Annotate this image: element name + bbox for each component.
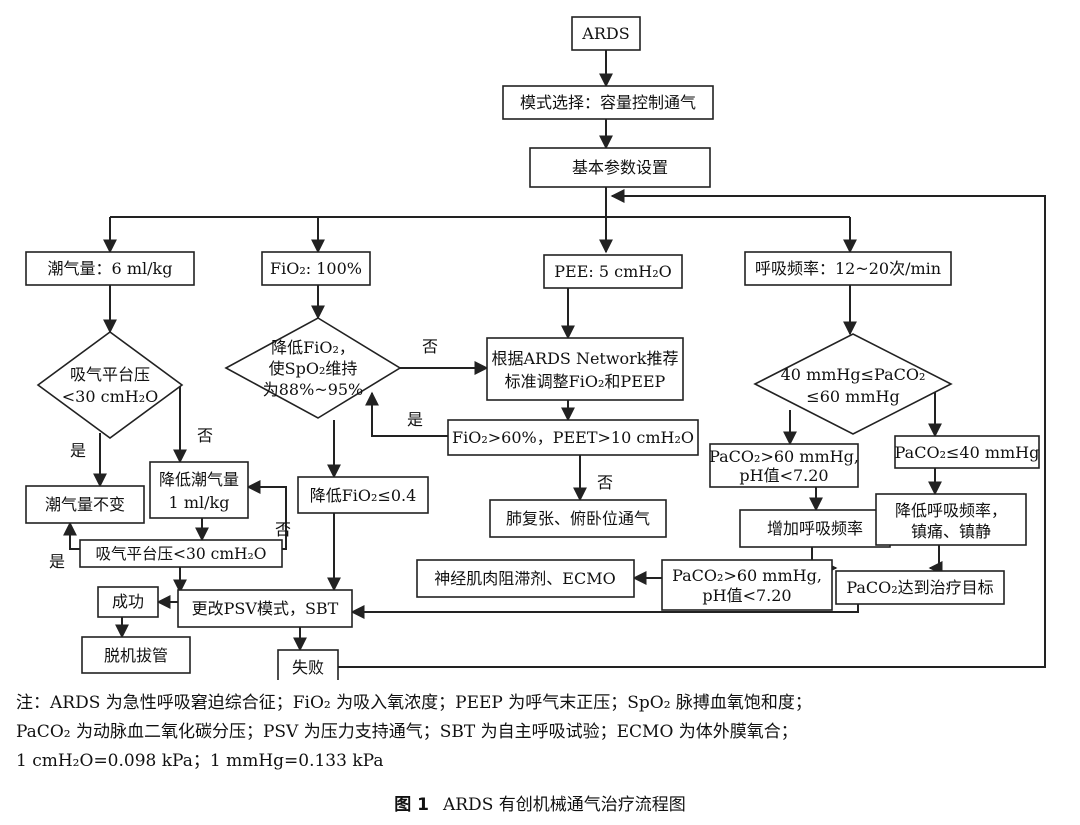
node-ardsnet-line1: 根据ARDS Network推荐 bbox=[491, 349, 678, 368]
node-recruitment-prone: 肺复张、俯卧位通气 bbox=[506, 509, 650, 528]
node-lower-rate-line2: 镇痛、镇静 bbox=[911, 522, 991, 541]
node-resp-rate: 呼吸频率：12~20次/min bbox=[755, 259, 941, 278]
node-lower-fio2-line3: 为88%~95% bbox=[263, 380, 364, 399]
edge-label-yes-2: 是 bbox=[407, 410, 423, 429]
node-extubation: 脱机拔管 bbox=[104, 646, 168, 665]
node-plateau-check-1-line2: <30 cmH₂O bbox=[62, 387, 158, 406]
ards-flowchart: ARDS 模式选择：容量控制通气 基本参数设置 潮气量：6 ml/kg FiO₂… bbox=[25, 16, 1046, 680]
node-fio2-peep-high: FiO₂>60%，PEET>10 cmH₂O bbox=[452, 428, 694, 447]
node-lower-tidal-line2: 1 ml/kg bbox=[169, 493, 230, 512]
node-lower-fio2-line1: 降低FiO₂， bbox=[271, 338, 355, 357]
node-paco2-high-line1: PaCO₂>60 mmHg, bbox=[709, 447, 859, 466]
edge-label-no-2: 否 bbox=[422, 337, 438, 356]
node-lower-fio2-line2: 使SpO₂维持 bbox=[269, 359, 358, 378]
figure-number: 图 1 bbox=[394, 795, 429, 815]
node-peep-5: PEE: 5 cmH₂O bbox=[554, 262, 671, 281]
node-increase-rate: 增加呼吸频率 bbox=[767, 519, 863, 538]
node-ardsnet-line2: 标准调整FiO₂和PEEP bbox=[505, 372, 666, 391]
node-lower-fio2-04: 降低FiO₂≤0.4 bbox=[310, 486, 417, 505]
node-paco2-range-line1: 40 mmHg≤PaCO₂ bbox=[781, 365, 926, 384]
edge-label-no-4: 否 bbox=[275, 520, 291, 539]
note-line-1: 注：ARDS 为急性呼吸窘迫综合征；FiO₂ 为吸入氧浓度；PEEP 为呼气末正… bbox=[16, 693, 812, 713]
node-plateau-check-2: 吸气平台压<30 cmH₂O bbox=[96, 545, 267, 563]
figure-caption: 图 1 ARDS 有创机械通气治疗流程图 bbox=[0, 790, 1080, 815]
edge-label-no-1: 否 bbox=[197, 426, 213, 445]
node-paco2-high-2-line1: PaCO₂>60 mmHg, bbox=[672, 566, 822, 585]
node-psv-sbt: 更改PSV模式，SBT bbox=[192, 599, 339, 618]
edge-label-no-3: 否 bbox=[597, 473, 613, 492]
node-mode-select: 模式选择：容量控制通气 bbox=[520, 93, 696, 112]
edge-label-yes-3: 是 bbox=[49, 552, 65, 571]
node-paco2-target: PaCO₂达到治疗目标 bbox=[846, 578, 993, 597]
node-success: 成功 bbox=[112, 592, 144, 611]
flow-connectors bbox=[63, 50, 1046, 668]
node-tidal-unchanged: 潮气量不变 bbox=[45, 495, 125, 514]
node-basic-params: 基本参数设置 bbox=[572, 158, 668, 177]
figure-notes: 注：ARDS 为急性呼吸窘迫综合征；FiO₂ 为吸入氧浓度；PEEP 为呼气末正… bbox=[16, 689, 1066, 776]
figure-title: ARDS 有创机械通气治疗流程图 bbox=[442, 795, 686, 815]
flow-shapes bbox=[25, 16, 1040, 680]
node-fio2-100: FiO₂: 100% bbox=[270, 259, 362, 278]
node-paco2-high-line2: pH值<7.20 bbox=[739, 466, 828, 485]
flow-labels: ARDS 模式选择：容量控制通气 基本参数设置 潮气量：6 ml/kg FiO₂… bbox=[45, 24, 1039, 677]
node-ards: ARDS bbox=[581, 24, 629, 43]
node-tidal-volume: 潮气量：6 ml/kg bbox=[48, 259, 173, 278]
note-line-3: 1 cmH₂O=0.098 kPa；1 mmHg=0.133 kPa bbox=[16, 751, 384, 771]
node-failure: 失败 bbox=[292, 658, 324, 677]
node-nm-block-ecmo: 神经肌肉阻滞剂、ECMO bbox=[434, 569, 615, 588]
node-lower-rate-line1: 降低呼吸频率， bbox=[895, 501, 1007, 520]
node-paco2-low: PaCO₂≤40 mmHg bbox=[895, 443, 1040, 462]
note-line-2: PaCO₂ 为动脉血二氧化碳分压；PSV 为压力支持通气；SBT 为自主呼吸试验… bbox=[16, 722, 798, 742]
edge-label-yes-1: 是 bbox=[70, 441, 86, 460]
node-paco2-range-line2: ≤60 mmHg bbox=[806, 387, 899, 406]
node-plateau-check-1-line1: 吸气平台压 bbox=[70, 365, 150, 384]
node-paco2-high-2-line2: pH值<7.20 bbox=[702, 586, 791, 605]
node-lower-tidal-line1: 降低潮气量 bbox=[159, 470, 239, 489]
